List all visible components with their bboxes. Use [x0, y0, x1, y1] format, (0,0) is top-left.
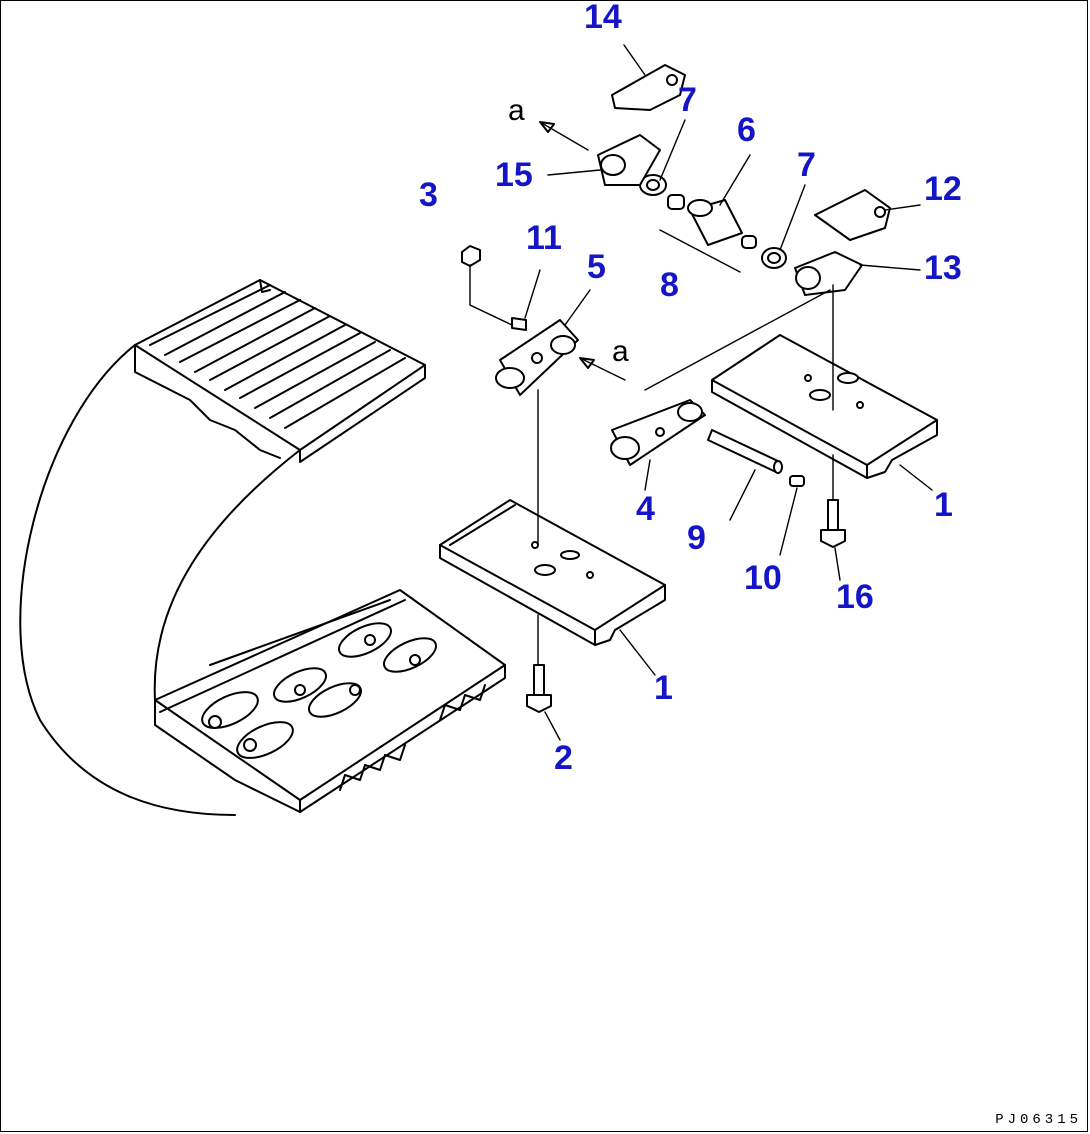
half-link-13 — [794, 251, 863, 296]
reference-mark-a-middle: a — [612, 335, 629, 368]
master-link-5 — [495, 319, 579, 396]
track-shoe-right — [711, 334, 938, 479]
part-label-10: 10 — [744, 559, 782, 597]
assembly-guide-lines — [469, 229, 834, 666]
part-label-3: 3 — [419, 176, 438, 214]
bolt-11 — [511, 317, 527, 331]
part-label-7-right: 7 — [797, 146, 816, 184]
part-label-1-center: 1 — [654, 669, 673, 707]
part-label-1-right: 1 — [934, 486, 953, 524]
lower-track-chain — [154, 589, 506, 813]
reference-arrows — [539, 121, 626, 381]
part-label-6: 6 — [737, 111, 756, 149]
half-link-14 — [611, 64, 686, 111]
part-label-4: 4 — [636, 490, 655, 528]
part-label-12: 12 — [924, 170, 962, 208]
part-label-7-left: 7 — [678, 81, 697, 119]
track-belt-outer-curve — [19, 344, 236, 816]
reference-mark-a-top: a — [508, 94, 525, 127]
part-label-8: 8 — [660, 266, 679, 304]
half-link-15 — [597, 134, 661, 186]
part-label-14: 14 — [584, 0, 622, 36]
part-label-5: 5 — [587, 248, 606, 286]
half-link-12 — [814, 189, 891, 241]
seal-8-right — [741, 235, 757, 249]
leader-lines — [524, 44, 933, 741]
nut-3 — [461, 245, 481, 267]
bushing-6 — [687, 199, 743, 246]
figure-code: PJ06315 — [995, 1112, 1082, 1128]
track-belt-inner-curve — [153, 449, 301, 701]
part-label-11: 11 — [526, 219, 562, 257]
part-label-13: 13 — [924, 249, 962, 287]
pin-9 — [707, 429, 783, 474]
link-4 — [610, 399, 706, 466]
part-label-16: 16 — [836, 578, 874, 616]
spacer-10 — [789, 475, 805, 487]
bolt-16 — [820, 499, 846, 548]
part-label-9: 9 — [687, 519, 706, 557]
bolt-2 — [526, 664, 552, 713]
seal-8-left — [667, 194, 685, 210]
track-shoe-center — [439, 499, 666, 646]
part-label-15: 15 — [495, 156, 533, 194]
upper-track-shoes — [134, 279, 426, 463]
part-label-2: 2 — [554, 739, 573, 777]
track-chain-assembly — [19, 279, 506, 816]
